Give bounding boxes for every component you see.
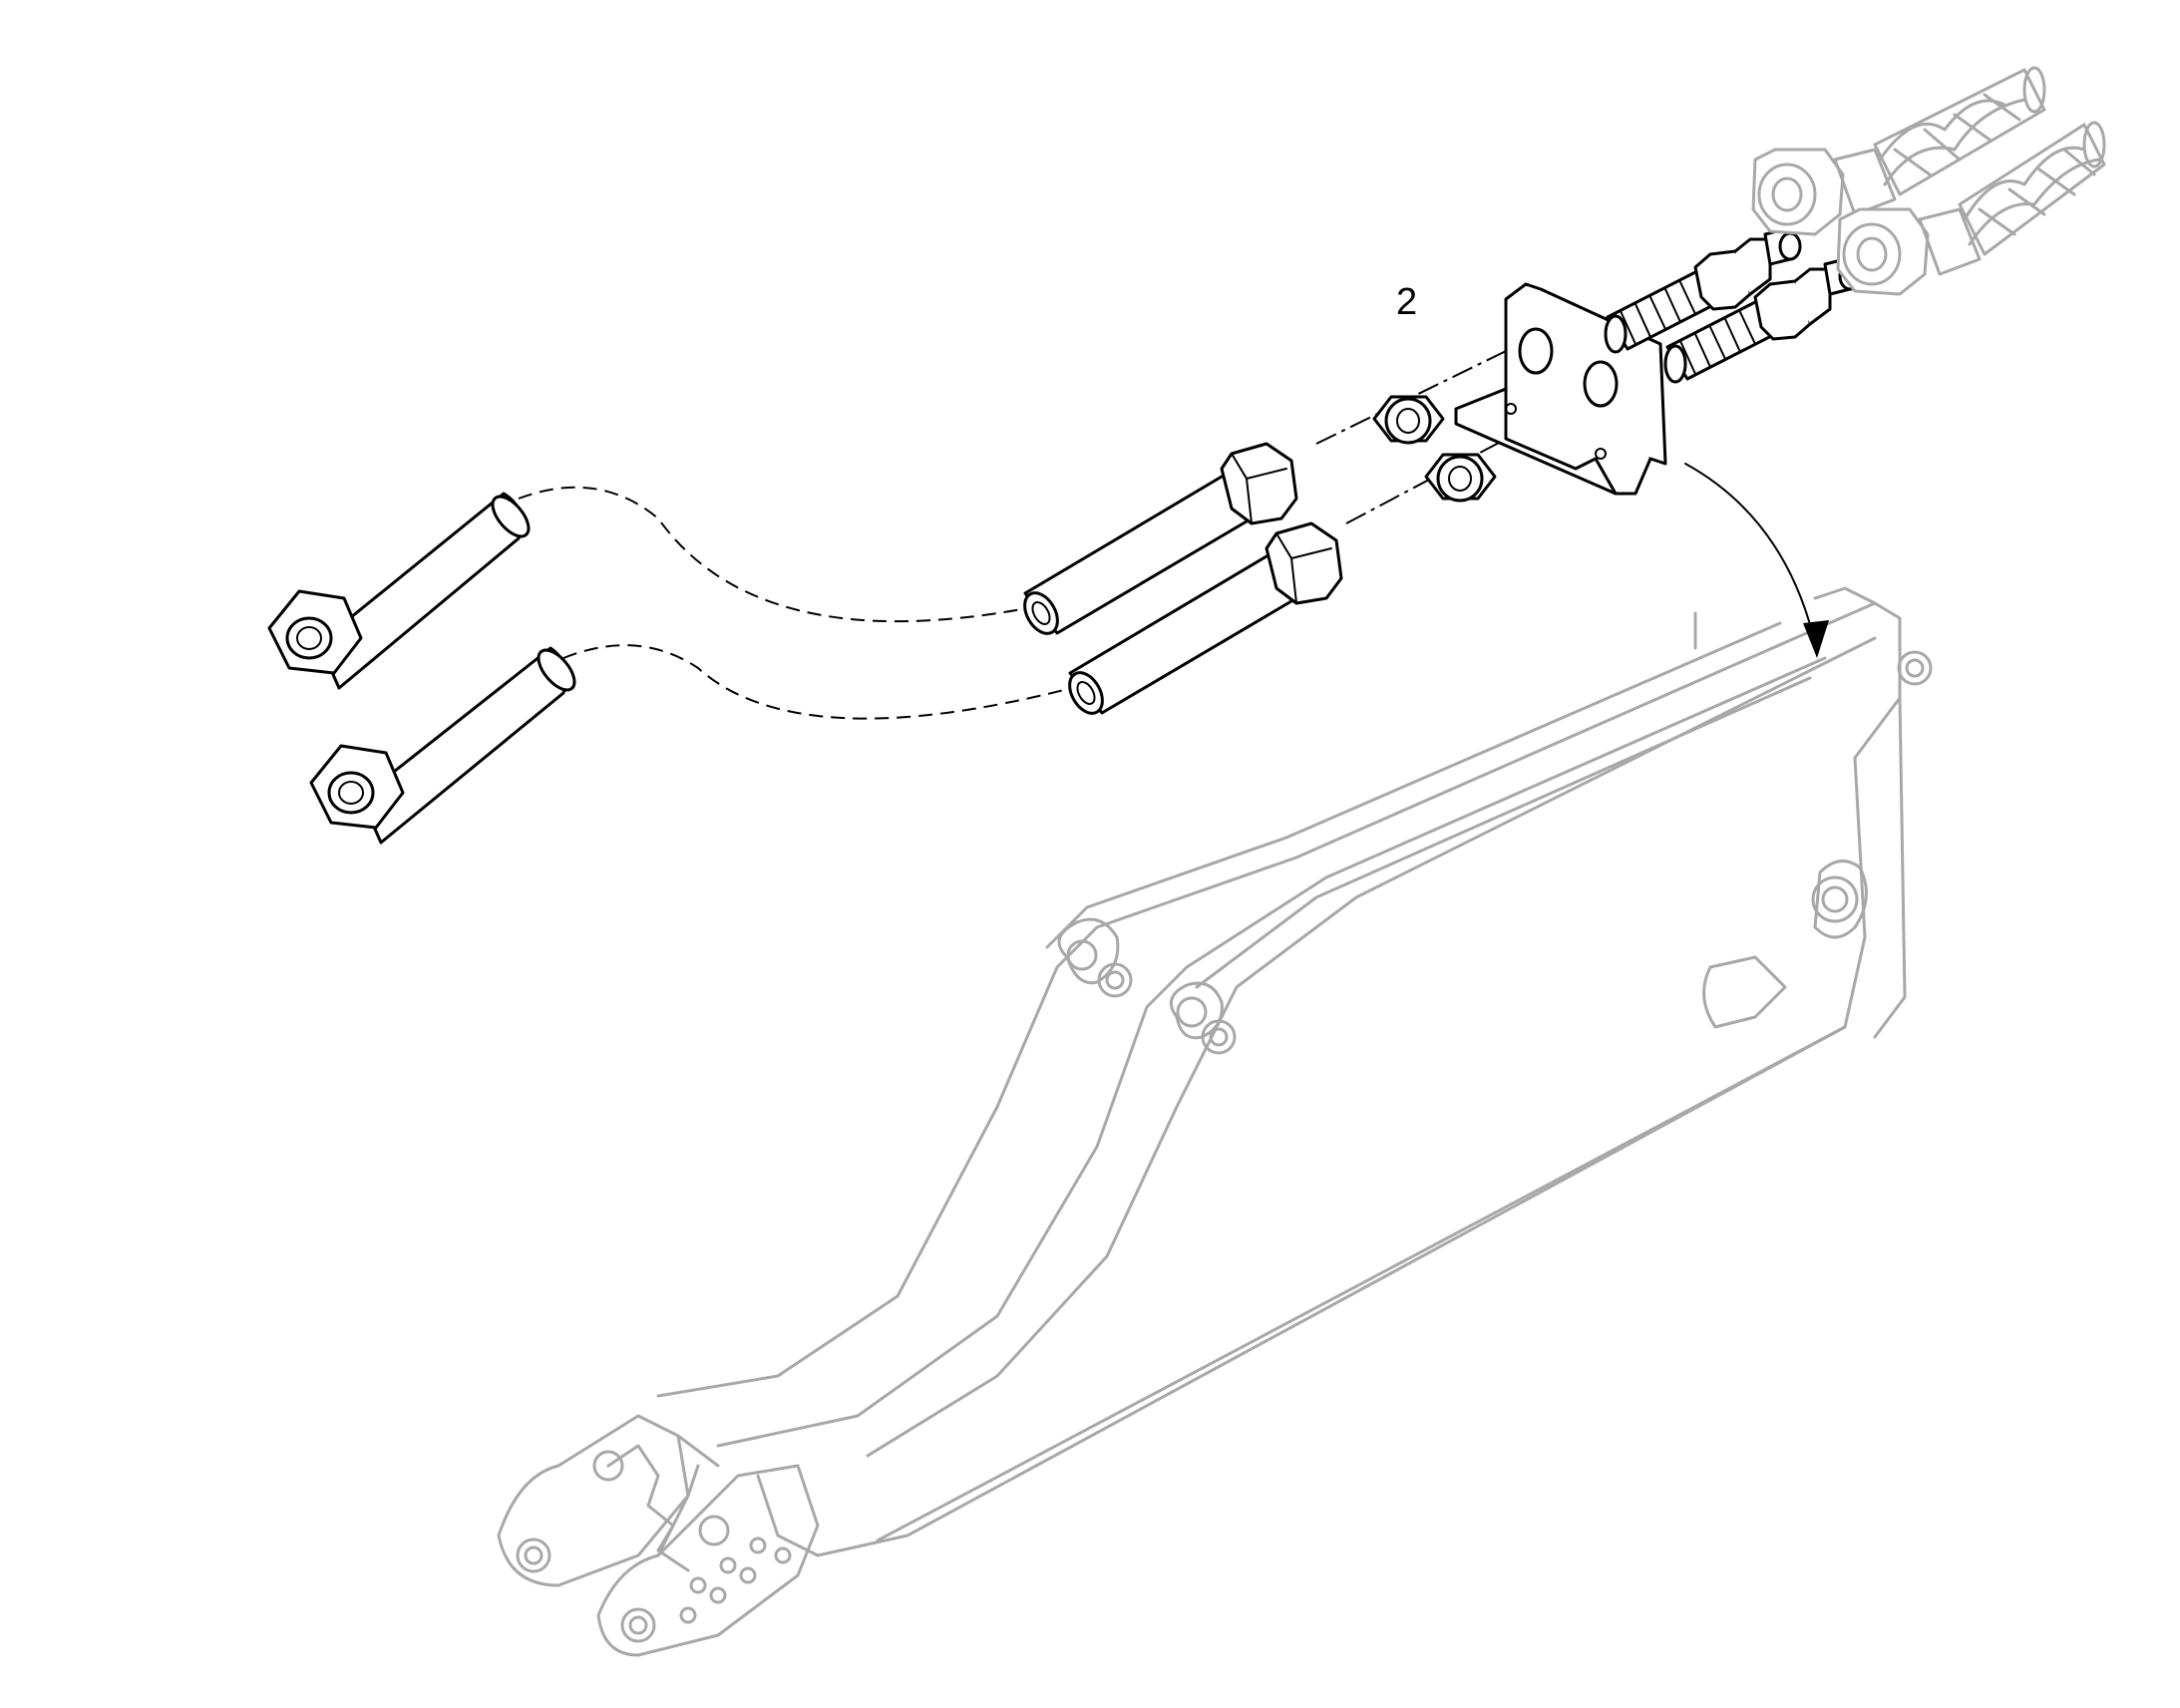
fitting-lower (1663, 257, 1862, 384)
hydraulic-hose-upper (1751, 66, 2046, 236)
assembly-guide-lines (518, 333, 1602, 720)
nut-upper (1372, 395, 1445, 445)
nut-lower (1424, 453, 1497, 503)
bolt-left-lower (309, 646, 576, 845)
bolt-center-lower (1068, 521, 1343, 715)
assembly-arrow (1684, 463, 1829, 658)
bolt-center-upper (1023, 442, 1298, 635)
fitting-upper (1604, 227, 1802, 354)
boom-arm (497, 586, 1933, 1657)
callout-label-2: 2 (1396, 281, 1418, 323)
hydraulic-hose-lower (1836, 121, 2106, 296)
bolt-left-upper (267, 492, 531, 690)
